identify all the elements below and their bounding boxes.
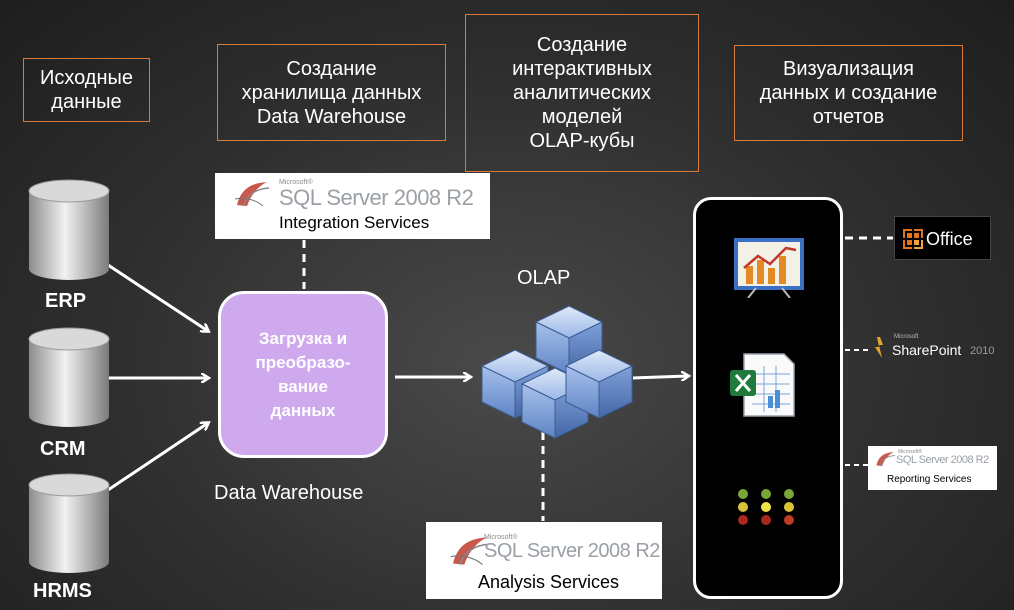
erp-database-icon: [28, 179, 110, 280]
office-icon: [903, 229, 923, 249]
header-source-data: Исходные данные: [23, 58, 150, 122]
crm-label: CRM: [40, 438, 86, 460]
erp-label: ERP: [45, 290, 87, 312]
hrms-label: HRMS: [33, 580, 92, 602]
sql-server-icon: [876, 452, 895, 467]
excel-spreadsheet-icon: [730, 353, 795, 417]
arrow-erp-to-dw: [107, 263, 208, 331]
arrow-olap-to-panel: [632, 376, 688, 378]
sql-reporting-services-logo: Microsoft® SQL Server 2008 R2 Reporting …: [868, 446, 997, 490]
visualization-panel: [693, 197, 843, 599]
olap-cubes-icon: [480, 305, 634, 439]
header-visualization: Визуализация данных и создание отчетов: [734, 45, 963, 141]
sql-integration-services-logo: Microsoft® SQL Server 2008 R2 Integratio…: [215, 173, 490, 239]
header-data-warehouse: Создание хранилища данных Data Warehouse: [217, 44, 446, 141]
chart-presentation-icon: [734, 238, 804, 298]
hrms-database-icon: [28, 473, 110, 573]
sharepoint-logo: Microsoft SharePoint 2010: [872, 330, 1010, 366]
crm-database-icon: [28, 327, 110, 427]
header-olap-cubes: Создание интерактивных аналитических мод…: [465, 14, 699, 172]
sql-analysis-services-logo: Microsoft® SQL Server 2008 R2 Analysis S…: [426, 522, 662, 599]
sql-server-icon: [450, 537, 490, 566]
sharepoint-icon: [875, 337, 883, 358]
olap-label: OLAP: [517, 267, 571, 289]
arrow-hrms-to-dw: [107, 423, 208, 492]
data-warehouse-label: Data Warehouse: [214, 482, 364, 504]
sql-server-icon: [234, 182, 270, 207]
dw-load-transform-box: Загрузка и преобразо- вание данных: [218, 291, 388, 458]
office-logo: Office: [894, 216, 991, 260]
scorecard-traffic-lights-icon: [738, 489, 794, 525]
